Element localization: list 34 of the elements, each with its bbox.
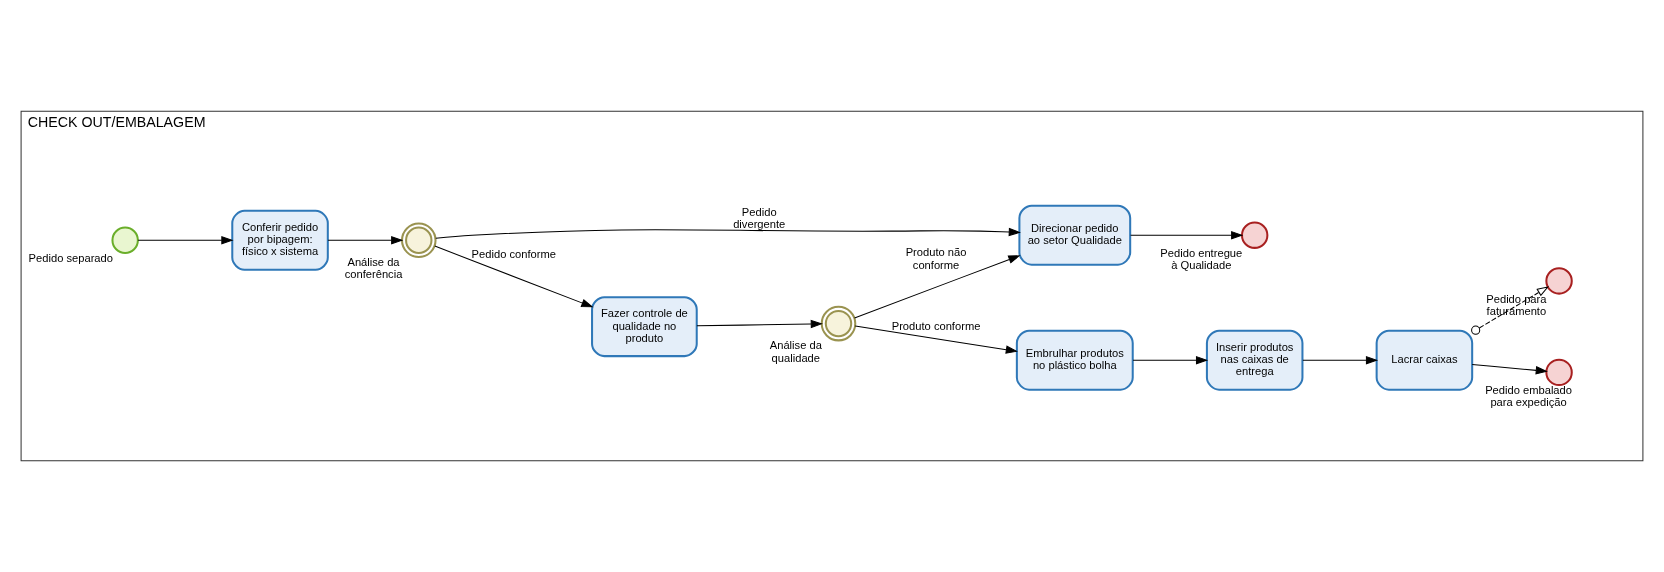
- node-box: Direcionar pedido ao setor Qualidade: [1018, 204, 1132, 266]
- node-box: Inserir produtos nas caixas de entrega: [1205, 329, 1304, 391]
- node-circle: [1240, 221, 1269, 249]
- arrow: [696, 319, 823, 329]
- node-label: Análise da qualidade: [769, 339, 822, 364]
- arrow: [1471, 286, 1550, 335]
- node-circle: [111, 226, 139, 254]
- node-label: Pedido separado: [28, 251, 113, 264]
- node-box: Lacrar caixas: [1375, 329, 1474, 391]
- node-label: Pedido embalado para expedição: [1485, 384, 1572, 409]
- arrow: [137, 236, 234, 245]
- edge-label: Pedido conforme: [471, 248, 556, 261]
- arrow: [1302, 355, 1379, 365]
- edge-label: Produto não conforme: [905, 246, 967, 271]
- arrow: [327, 236, 404, 245]
- node-box: Embrulhar produtos no plástico bolha: [1015, 329, 1134, 391]
- node-circle: [401, 222, 437, 259]
- node-box: Fazer controle de qualidade no produto: [591, 296, 698, 358]
- arrow: [434, 245, 594, 308]
- node-circle: [820, 305, 857, 342]
- arrow: [1132, 355, 1209, 365]
- node-circle: [1545, 267, 1573, 295]
- node-box: Conferir pedido por bipagem: físico x sistema: [231, 209, 329, 271]
- edge-label: Produto conforme: [891, 319, 981, 332]
- arrow: [854, 325, 1018, 354]
- node-label: Análise da conferência: [344, 255, 403, 281]
- arrow: [854, 255, 1021, 319]
- node-label: Pedido entregue à Qualidade: [1160, 246, 1243, 272]
- arrow: [1471, 364, 1548, 375]
- node-circle: [1545, 358, 1573, 387]
- arrow: [435, 227, 1021, 239]
- node-label: Pedido para faturamento: [1486, 292, 1547, 317]
- arrow: [1130, 230, 1244, 240]
- edge-label: Pedido divergente: [733, 205, 786, 230]
